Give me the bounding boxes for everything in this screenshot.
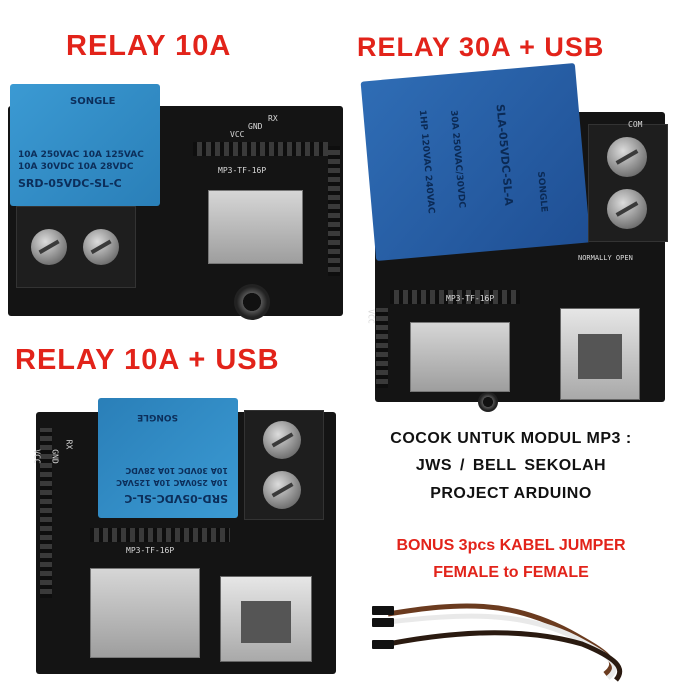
cable-wire-white [387,613,617,680]
relay-rating-line1: 10A 250VAC 10A 125VAC [116,478,228,487]
usb-port [220,576,312,662]
audio-jack [478,392,498,412]
normally-open-label: NORMALLY OPEN [578,254,633,262]
jumper-cable-image [372,603,623,682]
pin-header-vertical [328,146,340,276]
pin-header [193,142,328,156]
board-relay-10a-usb: SRD-05VDC-SL-C 10A 250VAC 10A 125VAC 10A… [30,388,340,678]
relay-model: SLA-05VDC-SL-A [493,103,516,207]
screw [607,189,647,229]
pin-header [390,290,520,304]
pin-header [90,528,230,542]
heading-relay-30a-usb: RELAY 30A + USB [357,32,605,62]
heading-relay-10a: RELAY 10A [66,30,232,62]
pin-label-rx: RX [268,114,278,123]
com-label: COM [628,120,643,129]
pin-label-vcc: VCC [230,130,245,139]
pin-label-gnd: GND [50,449,60,464]
relay-songle-10a: SRD-05VDC-SL-C 10A 250VAC 10A 125VAC 10A… [98,398,238,518]
relay-rating-line2: 1HP 120VAC 240VAC [416,109,436,215]
cable-wire-dark [387,630,623,682]
screw [263,471,301,509]
cable-connector [372,640,394,649]
pin-header-vertical [40,428,52,598]
pin-header-vertical [376,308,388,388]
pin-label-gnd: GND [248,122,263,131]
module-label: MP3-TF-16P [446,294,495,303]
pin-label-rx: RX [64,439,74,450]
screw [83,229,119,265]
sd-card-slot [90,568,200,658]
pin-label-vcc: VCC [32,449,42,464]
screw-terminal [244,410,324,520]
relay-model: SRD-05VDC-SL-C [18,177,122,190]
usb-port [560,308,640,400]
bonus-line-2: FEMALE to FEMALE [433,564,589,581]
screw-terminal [16,206,136,288]
audio-jack [234,284,270,320]
pin-label-vcc: VCC [366,309,376,324]
info-line-1: COCOK UNTUK MODUL MP3 : [390,430,632,447]
screw [607,137,647,177]
relay-brand: SONGLE [535,171,549,213]
cable-connector [372,618,394,627]
relay-songle-30a: SONGLE SLA-05VDC-SL-A 30A 250VAC/30VDC 1… [360,62,591,262]
module-label: MP3-TF-16P [126,546,175,555]
relay-rating-line1: 30A 250VAC/30VDC [448,109,467,209]
board-relay-30a-usb: SONGLE SLA-05VDC-SL-A 30A 250VAC/30VDC 1… [360,62,675,412]
screw [263,421,301,459]
relay-rating-line2: 10A 30VDC 10A 28VDC [125,466,228,475]
cable-connector [372,606,394,615]
bonus-line-1: BONUS 3pcs KABEL JUMPER [396,537,626,554]
sd-card-slot [208,190,303,264]
relay-songle-10a: SONGLE 10A 250VAC 10A 125VAC 10A 30VDC 1… [10,84,160,206]
relay-brand: SONGLE [70,96,116,107]
relay-model: SRD-05VDC-SL-C [124,492,228,505]
heading-relay-10a-usb: RELAY 10A + USB [15,344,280,376]
info-line-2: JWS / BELL SEKOLAH [415,457,607,474]
relay-rating-line1: 10A 250VAC 10A 125VAC [18,150,144,160]
board-relay-10a: SONGLE 10A 250VAC 10A 125VAC 10A 30VDC 1… [8,84,348,324]
sd-card-slot [410,322,510,392]
module-label: MP3-TF-16P [218,166,267,175]
info-line-3: PROJECT ARDUINO [430,485,592,502]
relay-rating-line2: 10A 30VDC 10A 28VDC [18,162,134,172]
relay-brand: SONGLE [137,412,178,422]
screw-terminal [588,124,668,242]
screw [31,229,67,265]
